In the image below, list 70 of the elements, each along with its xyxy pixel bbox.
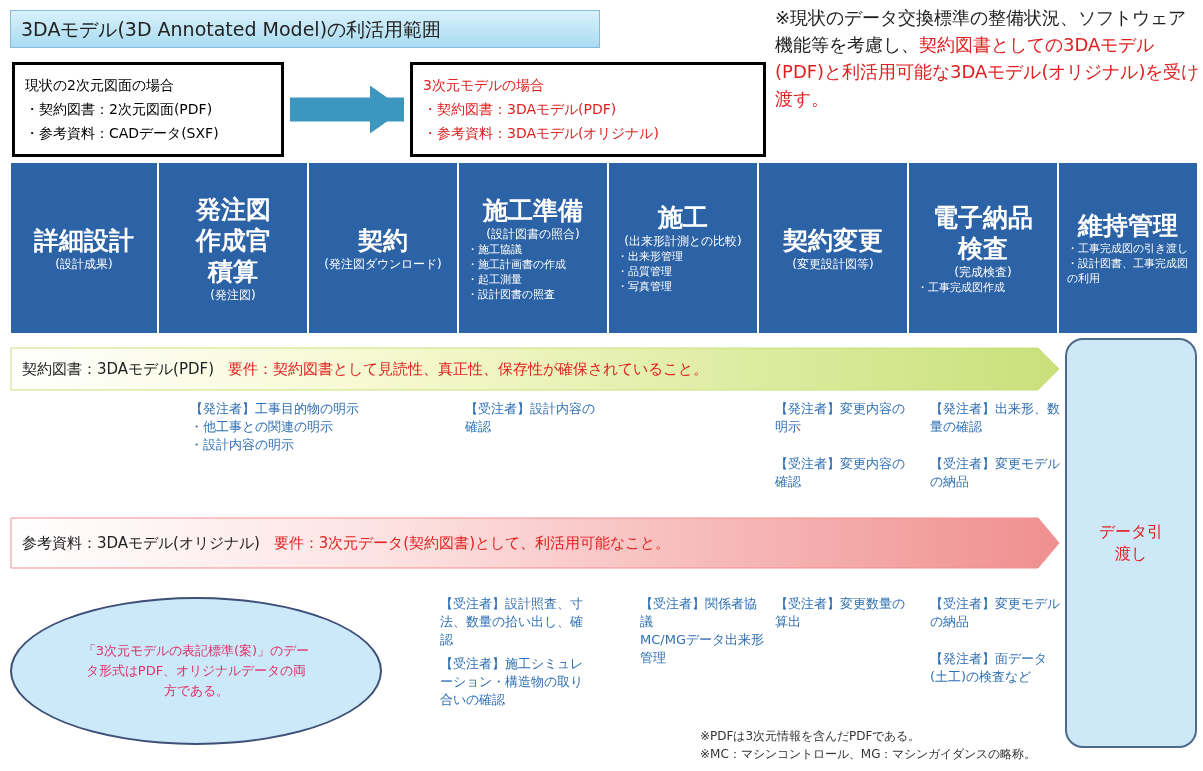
list-item: ・契約図書：3DAモデル(PDF) (423, 100, 618, 119)
phase-title: 電子納品検査 (933, 201, 1033, 264)
ellipse-text: 「3次元モデルの表記標準(案)」のデータ形式はPDF、オリジナルデータの両方である。 (82, 642, 310, 700)
list-item: ・参考資料：3DAモデル(オリジナル) (423, 124, 660, 143)
requirement-text: 要件：契約図書として見読性、真正性、保存性が確保されていること。 (228, 359, 709, 379)
list-item: ・参考資料：CADデータ(SXF) (25, 124, 220, 143)
role-note: 【受注者】変更数量の算出 (775, 595, 905, 631)
phase-header (609, 163, 757, 333)
phase-title: 施工 (656, 202, 709, 233)
arrow-band (10, 347, 1060, 391)
rounded-panel (1065, 338, 1197, 748)
role-note: 【発注者】変更内容の明示 (775, 400, 906, 436)
phase-header (11, 163, 157, 333)
note-text: ※現状のデータ交換標準の整備状況、ソフトウェア機能等を考慮し、契約図書としての3DAモデル(PDF)と利活用可能な3DAモデル(オリジナル)を受け渡す。 (775, 6, 1200, 111)
list-item: ・施工計画書の作成 (467, 256, 566, 272)
list-item: ・出来形管理 (617, 249, 683, 264)
role-note: ・設計内容の明示 (190, 436, 295, 454)
role-note: 【受注者】設計照査、寸法、数量の拾い出し、確認 (440, 595, 584, 649)
phase-subtitle: (出来形計測との比較) (624, 233, 742, 249)
role-note: 【受注者】変更モデルの納品 (930, 455, 1060, 491)
phase-subtitle: (発注図) (210, 286, 256, 303)
footnote: ※MC：マシンコントロール、MG：マシンガイダンスの略称。 (700, 746, 1038, 763)
list-item: ・工事完成図の引き渡し (1067, 241, 1188, 256)
role-note: 【受注者】設計内容の確認 (465, 400, 595, 436)
phase-header (759, 163, 907, 333)
list-item: ・設計図書、工事完成図の利用 (1067, 256, 1189, 286)
phase-subtitle: (設計図書の照合) (486, 225, 580, 242)
role-note: 【受注者】変更内容の確認 (775, 455, 906, 491)
role-note: 【受注者】施工シミュレーション・構造物の取り合いの確認 (440, 655, 584, 709)
list-item: ・施工協議 (467, 241, 522, 257)
role-note: 【発注者】工事目的物の明示 (190, 400, 360, 418)
box-heading: 現状の2次元図面の場合 (25, 76, 175, 95)
list-item: ・品質管理 (617, 264, 672, 279)
box-heading: 3次元モデルの場合 (423, 76, 545, 95)
phase-header (459, 163, 607, 333)
role-note: MC/MGデータ出来形管理 (640, 631, 765, 667)
band-title: 参考資料：3DAモデル(オリジナル) (22, 533, 260, 553)
footnote: ※PDFは3次元情報を含んだPDFである。 (700, 728, 922, 745)
phase-header (909, 163, 1057, 333)
role-note: ・他工事との関連の明示 (190, 418, 334, 436)
requirement-text: 要件：3次元データ(契約図書)として、利活用可能なこと。 (273, 533, 671, 553)
phase-header (159, 163, 307, 333)
phase-header (309, 163, 457, 333)
band-title: 契約図書：3DAモデル(PDF) (22, 359, 215, 379)
role-note: 【発注者】面データ(土工)の検査など (930, 650, 1048, 686)
phase-title: 契約変更 (782, 224, 884, 256)
list-item: ・契約図書：2次元図面(PDF) (25, 100, 214, 119)
phase-title: 詳細設計 (33, 224, 135, 256)
text-box (410, 62, 766, 157)
phase-subtitle: (完成検査) (954, 263, 1012, 280)
phase-subtitle: (設計成果) (55, 255, 113, 272)
list-item: ・写真管理 (617, 279, 672, 294)
phase-header (1059, 163, 1197, 333)
list-item: ・工事完成図作成 (917, 279, 1005, 295)
panel-label: データ引渡し (1098, 521, 1164, 565)
arrow-band (10, 517, 1060, 569)
title-banner: 3DAモデル(3D Annotated Model)の利活用範囲 (10, 10, 600, 48)
phase-subtitle: (変更設計図等) (792, 255, 874, 272)
role-note: 【発注者】出来形、数量の確認 (930, 400, 1060, 436)
phase-title: 維持管理 (1076, 210, 1179, 241)
list-item: ・設計図書の照査 (467, 286, 555, 302)
role-note: 【受注者】変更モデルの納品 (930, 595, 1060, 631)
phase-title: 契約 (357, 224, 409, 256)
block-arrow (290, 85, 404, 134)
phase-title: 施工準備 (481, 194, 584, 226)
phase-subtitle: (発注図ダウンロード) (324, 255, 442, 272)
text-box (12, 62, 284, 157)
role-note: 【受注者】関係者協議 (640, 595, 758, 631)
list-item: ・起工測量 (467, 271, 522, 287)
phase-title: 発注図作成官積算 (194, 193, 272, 287)
